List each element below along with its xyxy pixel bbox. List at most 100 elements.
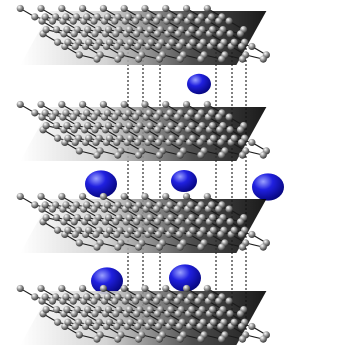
carbon-atom [175,230,183,239]
intercalant-atom [85,170,117,198]
carbon-atom [126,226,134,234]
carbon-atom [238,335,247,343]
carbon-atom [64,226,72,234]
carbon-atom [208,121,217,130]
carbon-atom [187,109,195,117]
carbon-atom [69,17,77,25]
carbon-atom [226,126,234,134]
carbon-atom [48,297,57,305]
carbon-atom [48,17,57,25]
carbon-atom [154,322,162,331]
carbon-atom [133,322,142,331]
carbon-atom [145,293,153,301]
carbon-atom [93,151,101,159]
carbon-atom [42,25,50,34]
carbon-atom [132,310,141,318]
carbon-atom [62,13,70,21]
carbon-atom [83,293,91,301]
carbon-atom [114,243,122,251]
carbon-atom [168,318,176,326]
intercalant-row-2 [85,169,284,201]
carbon-atom [42,213,50,222]
carbon-atom [31,201,39,209]
carbon-atom [70,310,78,318]
carbon-atom [154,230,162,239]
carbon-atom [131,205,140,213]
carbon-atom [182,4,191,13]
carbon-atom [79,284,87,293]
carbon-atom [91,126,99,134]
carbon-atom [215,113,223,121]
carbon-atom [218,243,226,251]
carbon-atom [176,151,184,159]
carbon-atom [132,30,141,38]
carbon-atom [189,226,197,234]
carbon-atom [155,151,163,159]
carbon-atom [238,243,247,251]
carbon-atom [166,109,174,117]
intercalant-atom [171,169,197,193]
carbon-atom [259,55,267,63]
carbon-atom [48,205,57,213]
carbon-atom [226,30,234,38]
carbon-atom [84,213,92,222]
carbon-atom [104,305,113,314]
carbon-atom [259,151,267,159]
carbon-atom [187,201,195,209]
carbon-atom [182,284,191,293]
carbon-atom [131,17,140,25]
carbon-atom [112,310,120,318]
carbon-atom [90,113,98,121]
carbon-atom [195,310,203,318]
intercalant-atom [169,264,201,292]
carbon-atom [90,297,98,305]
carbon-atom [208,305,217,314]
carbon-atom [84,121,92,130]
carbon-atom [217,230,225,239]
carbon-atom [174,30,182,38]
carbon-atom [90,205,98,213]
carbon-atom [189,134,197,142]
carbon-atom [125,25,133,34]
carbon-atom [225,297,233,305]
carbon-atom [175,42,183,51]
carbon-atom [173,297,181,305]
carbon-atom [225,205,233,213]
carbon-atom [131,297,140,305]
carbon-atom [248,138,256,147]
carbon-atom [52,121,61,130]
carbon-atom [58,192,66,201]
graphene-sheet-2 [16,192,270,253]
carbon-atom [120,192,128,201]
carbon-atom [83,13,91,21]
carbon-atom [16,4,24,13]
carbon-atom [166,293,174,301]
carbon-atom [134,335,143,343]
carbon-atom [207,201,216,209]
carbon-atom [226,310,234,318]
carbon-atom [104,121,113,130]
carbon-atom [41,13,49,21]
carbon-atom [85,38,93,46]
carbon-atom [84,25,92,34]
carbon-atom [120,4,128,13]
carbon-atom [145,201,153,209]
carbon-atom [37,4,45,13]
carbon-atom [216,30,224,38]
carbon-atom [52,305,61,314]
carbon-atom [207,293,216,301]
carbon-atom [105,134,114,142]
carbon-atom [196,42,204,51]
carbon-atom [52,213,61,222]
carbon-atom [41,109,49,117]
intercalant-atom [91,267,123,295]
carbon-atom [207,13,216,21]
carbon-atom [236,30,245,38]
carbon-atom [152,113,160,121]
carbon-atom [141,100,149,109]
carbon-atom [174,310,182,318]
graphene-sheet-4 [16,4,270,65]
carbon-atom [208,25,217,34]
carbon-atom [41,293,49,301]
carbon-atom [152,17,160,25]
